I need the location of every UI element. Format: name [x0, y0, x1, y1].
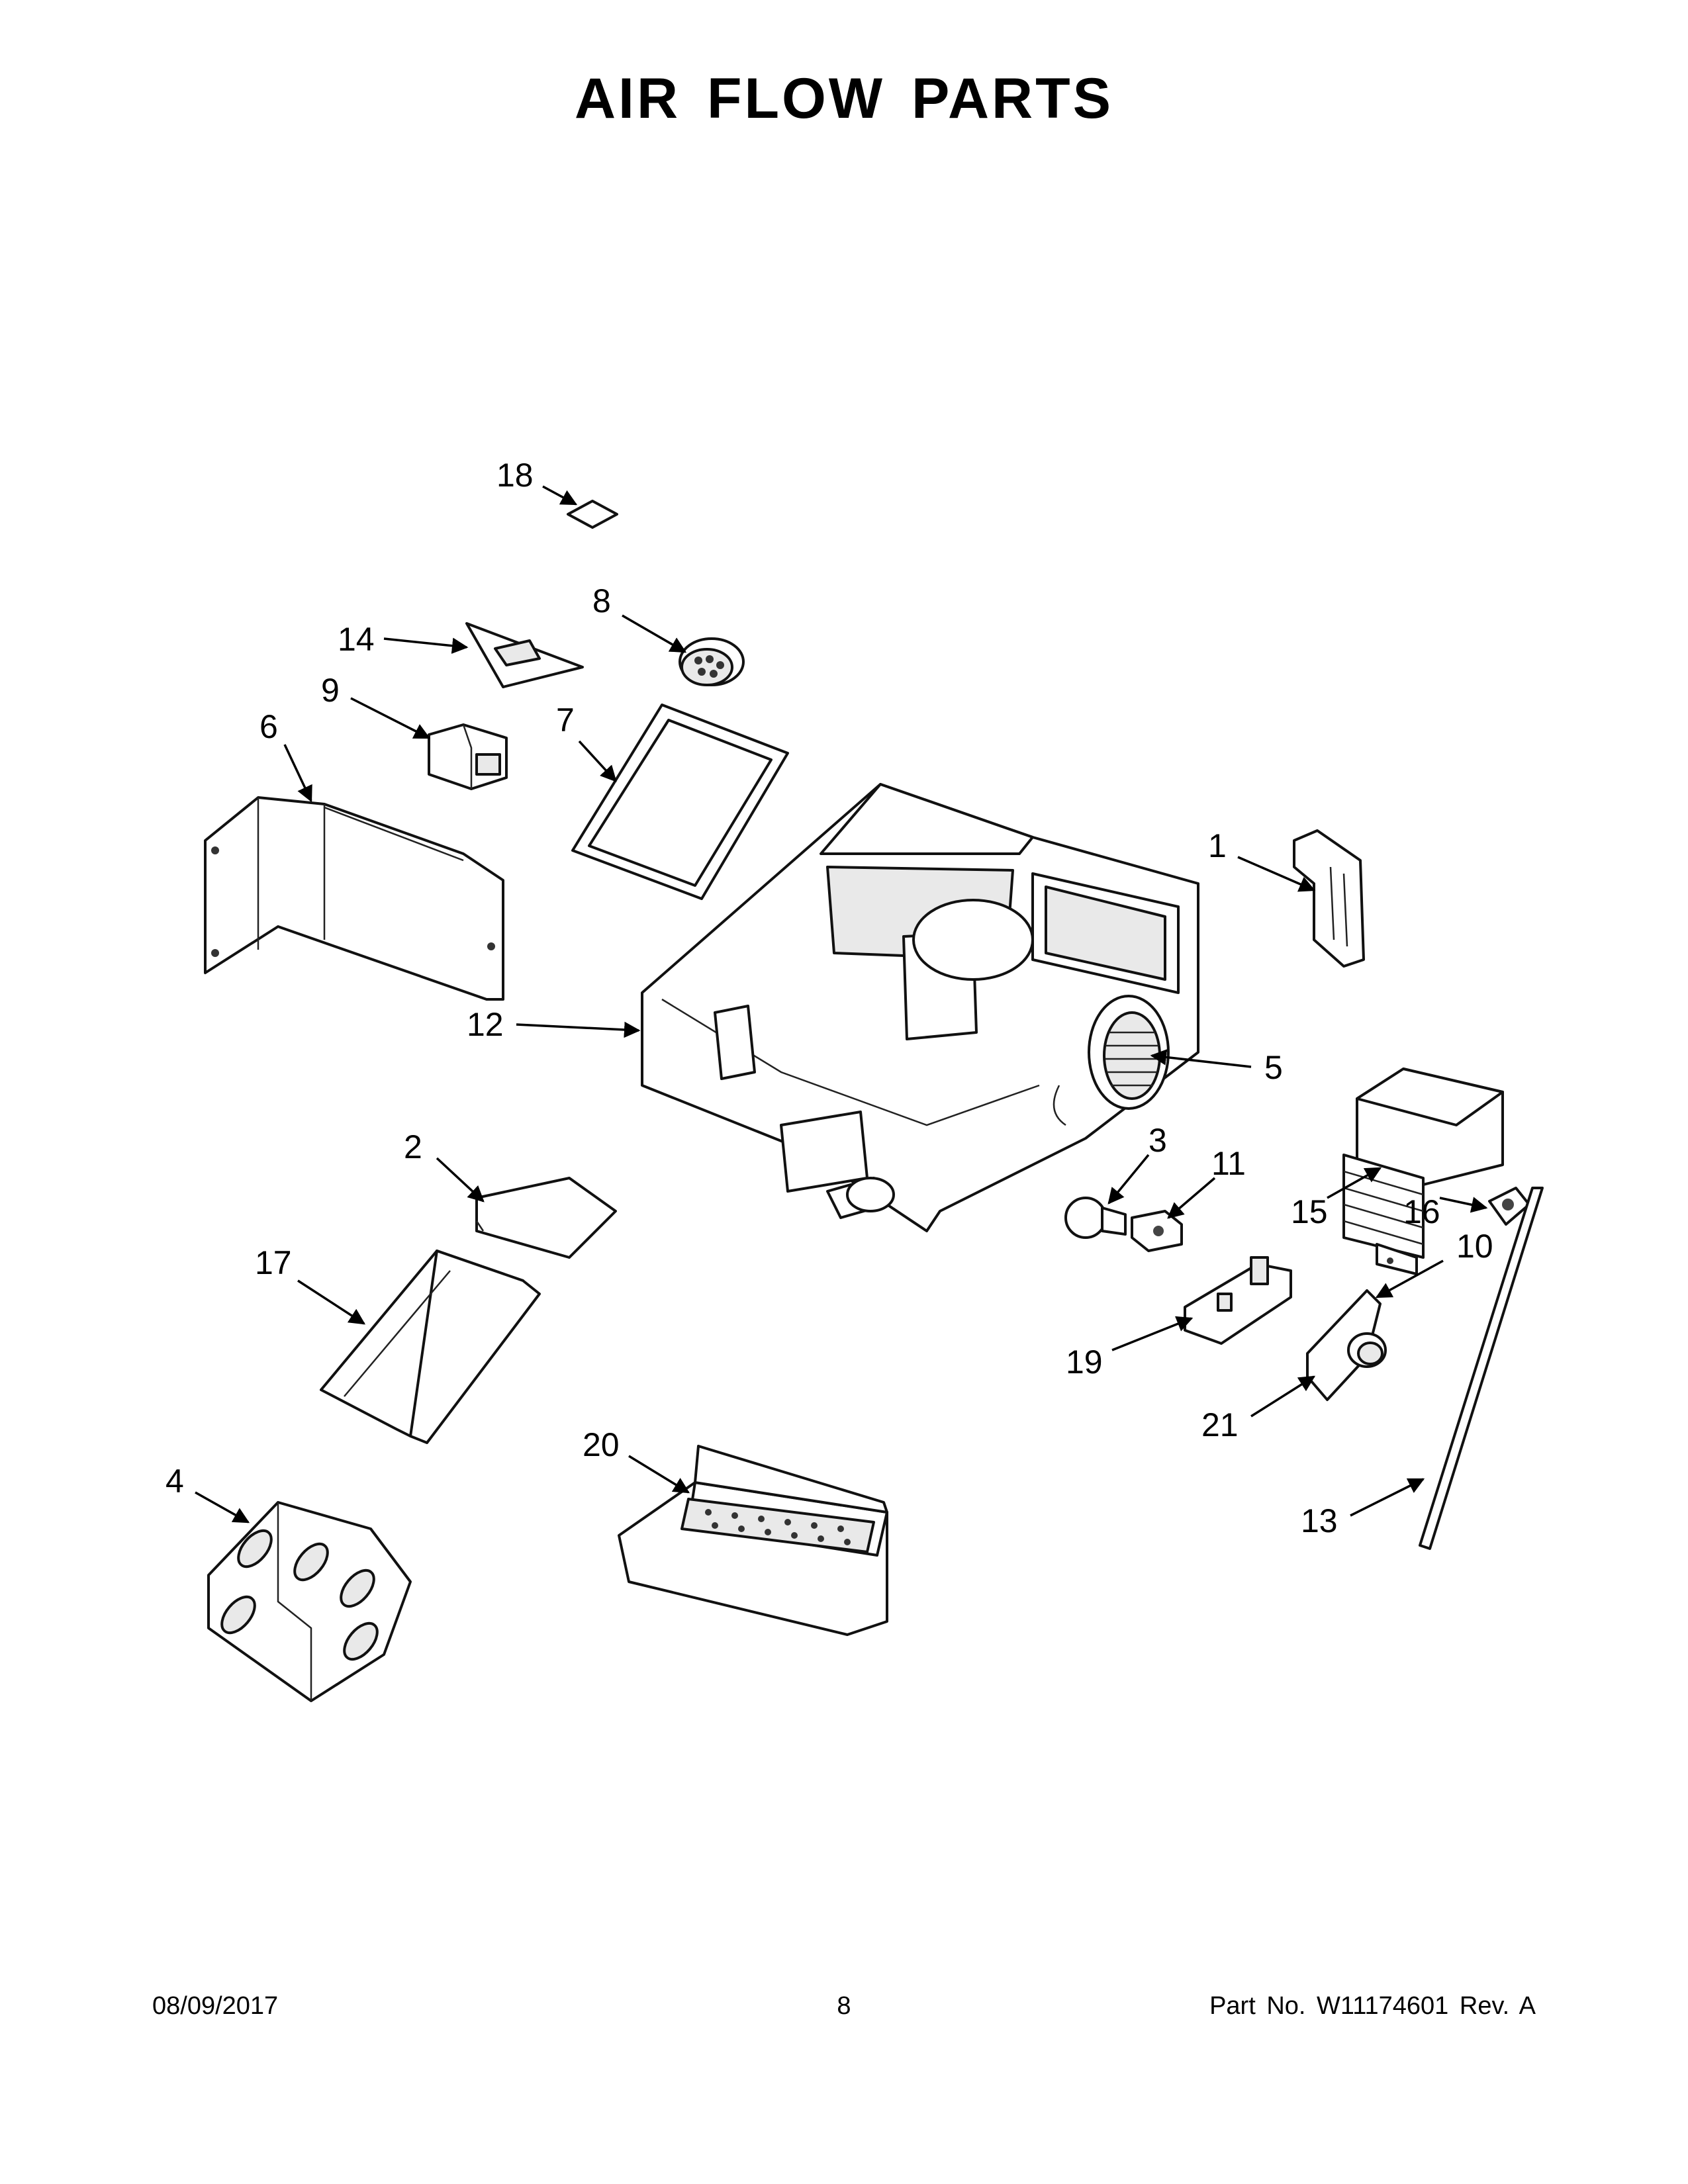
footer-page-number: 8 — [837, 1992, 851, 2020]
part-13-rod — [1419, 1187, 1544, 1550]
part-14-plate — [465, 622, 584, 688]
callout-15: 15 — [1291, 1193, 1328, 1230]
leader-7 — [578, 740, 617, 782]
leader-6 — [283, 744, 312, 803]
footer-part-number: Part No. W11174601 Rev. A — [1209, 1992, 1536, 2020]
leader-15 — [1327, 1167, 1382, 1199]
part-11-lamp-socket — [1131, 1210, 1183, 1252]
leader-20 — [628, 1455, 690, 1494]
leader-12 — [516, 1021, 641, 1038]
leader-19 — [1111, 1316, 1194, 1351]
callout-9: 9 — [321, 672, 340, 709]
part-4-slotted-bracket — [207, 1501, 412, 1702]
part-19-circuit-board — [1184, 1256, 1292, 1345]
part-7-frame — [571, 704, 789, 900]
part-17-channel — [320, 1250, 541, 1444]
part-9-bracket — [428, 723, 508, 790]
leader-13 — [1350, 1478, 1425, 1517]
callout-20: 20 — [583, 1426, 620, 1463]
callout-21: 21 — [1201, 1406, 1239, 1443]
leader-1 — [1237, 856, 1316, 892]
leader-16 — [1439, 1197, 1488, 1213]
page-title: AIR FLOW PARTS — [574, 67, 1114, 130]
part-2-plate — [475, 1177, 617, 1259]
leader-8 — [622, 614, 687, 653]
leader-4 — [195, 1491, 250, 1524]
leader-17 — [297, 1279, 366, 1325]
callout-14: 14 — [338, 621, 375, 658]
callout-8: 8 — [592, 582, 611, 619]
callout-7: 7 — [556, 702, 575, 739]
callout-13: 13 — [1301, 1502, 1338, 1539]
callout-3: 3 — [1149, 1122, 1167, 1159]
leader-11 — [1167, 1177, 1216, 1219]
callout-2: 2 — [404, 1128, 422, 1165]
callout-1: 1 — [1208, 827, 1227, 864]
callout-6: 6 — [259, 708, 278, 745]
leader-14 — [383, 637, 469, 654]
part-18-label — [567, 500, 618, 529]
callout-17: 17 — [255, 1244, 292, 1281]
callout-18: 18 — [496, 457, 534, 494]
leader-3 — [1107, 1154, 1150, 1205]
callout-16: 16 — [1403, 1193, 1440, 1230]
callout-11: 11 — [1211, 1145, 1246, 1182]
leader-2 — [436, 1157, 485, 1203]
part-5-blower-wheel — [1053, 995, 1170, 1126]
callout-12: 12 — [467, 1006, 504, 1043]
leader-18 — [542, 485, 578, 506]
part-21-knob — [1347, 1332, 1387, 1368]
callout-4: 4 — [165, 1463, 184, 1500]
part-8-round-part — [679, 637, 745, 686]
part-6-panel — [204, 796, 504, 1001]
part-20-vent-grille — [618, 1445, 888, 1636]
leader-9 — [350, 697, 431, 739]
leader-21 — [1250, 1375, 1316, 1418]
part-3-lamp-bulb — [1064, 1197, 1127, 1239]
callout-5: 5 — [1264, 1049, 1283, 1086]
part-1-bracket — [1293, 829, 1365, 968]
footer-date: 08/09/2017 — [152, 1992, 279, 2020]
leader-5 — [1150, 1049, 1252, 1068]
callout-19: 19 — [1066, 1343, 1103, 1381]
leader-10 — [1375, 1259, 1444, 1298]
callout-10: 10 — [1456, 1228, 1493, 1265]
